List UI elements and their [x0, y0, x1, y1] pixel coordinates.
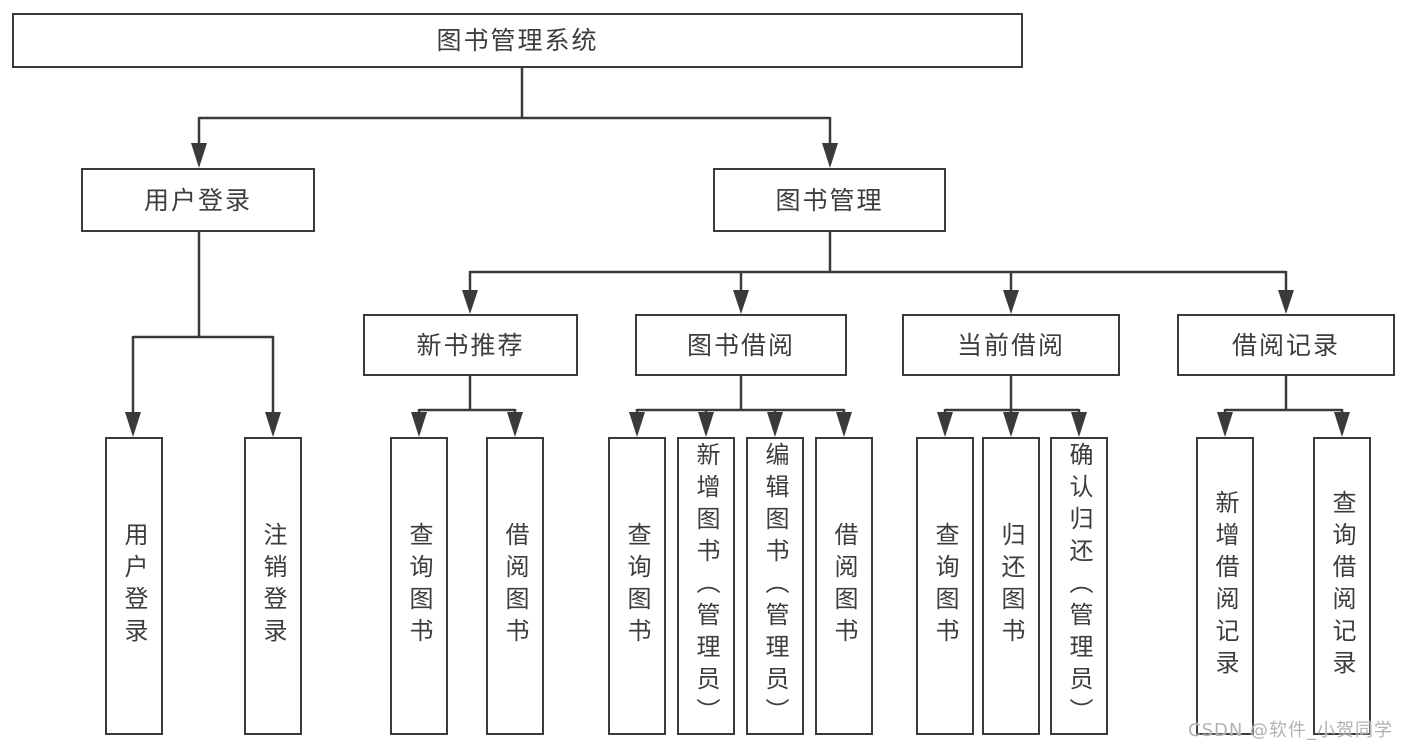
node-label: 查询图书 — [405, 522, 433, 650]
node-label: 当前借阅 — [956, 330, 1065, 360]
leaf-borrow-books-recommend: 借阅图书 — [486, 437, 544, 735]
node-label: 借阅图书 — [830, 522, 858, 650]
leaf-logout: 注销登录 — [244, 437, 302, 735]
connector-user-login-to-leaves — [125, 231, 281, 437]
node-current-borrow: 当前借阅 — [902, 314, 1120, 376]
node-label: 归还图书 — [997, 522, 1025, 650]
leaf-add-borrow-record: 新增借阅记录 — [1196, 437, 1254, 735]
node-borrow-record: 借阅记录 — [1177, 314, 1395, 376]
leaf-confirm-return-admin: 确认归还（管理员） — [1050, 437, 1108, 735]
leaf-query-borrow-record: 查询借阅记录 — [1313, 437, 1371, 735]
node-label: 查询图书 — [623, 522, 651, 650]
connector-book-borrow-to-leaves — [629, 374, 852, 437]
node-label: 图书管理 — [775, 185, 884, 215]
node-book-management: 图书管理 — [713, 168, 946, 232]
node-label: 用户登录 — [120, 522, 148, 650]
node-book-borrow: 图书借阅 — [635, 314, 847, 376]
node-label: 图书借阅 — [686, 330, 795, 360]
leaf-edit-books-admin: 编辑图书（管理员） — [746, 437, 804, 735]
node-label: 注销登录 — [259, 522, 287, 650]
node-label: 确认归还（管理员） — [1065, 442, 1093, 730]
leaf-query-books-current: 查询图书 — [916, 437, 974, 735]
node-label: 用户登录 — [143, 185, 252, 215]
node-label: 借阅图书 — [501, 522, 529, 650]
node-label: 查询借阅记录 — [1328, 490, 1356, 682]
connector-root-to-level2 — [191, 67, 838, 168]
connector-borrow-record-to-leaves — [1217, 374, 1350, 437]
node-label: 编辑图书（管理员） — [761, 442, 789, 730]
node-label: 查询图书 — [931, 522, 959, 650]
leaf-query-books-borrow: 查询图书 — [608, 437, 666, 735]
connector-book-management-to-level3 — [462, 231, 1294, 314]
leaf-add-books-admin: 新增图书（管理员） — [677, 437, 735, 735]
node-library-management-system: 图书管理系统 — [12, 13, 1023, 68]
node-label: 借阅记录 — [1231, 330, 1340, 360]
node-new-book-recommend: 新书推荐 — [363, 314, 578, 376]
leaf-query-books-recommend: 查询图书 — [390, 437, 448, 735]
node-label: 图书管理系统 — [436, 26, 599, 55]
leaf-borrow-books: 借阅图书 — [815, 437, 873, 735]
connector-new-book-to-leaves — [411, 374, 523, 437]
node-user-login: 用户登录 — [81, 168, 315, 232]
leaf-user-login: 用户登录 — [105, 437, 163, 735]
node-label: 新书推荐 — [416, 330, 525, 360]
node-label: 新增图书（管理员） — [692, 442, 720, 730]
connector-current-borrow-to-leaves — [937, 374, 1087, 437]
leaf-return-books: 归还图书 — [982, 437, 1040, 735]
node-label: 新增借阅记录 — [1211, 490, 1239, 682]
watermark-text: CSDN @软件_小贺同学 — [1188, 720, 1394, 741]
